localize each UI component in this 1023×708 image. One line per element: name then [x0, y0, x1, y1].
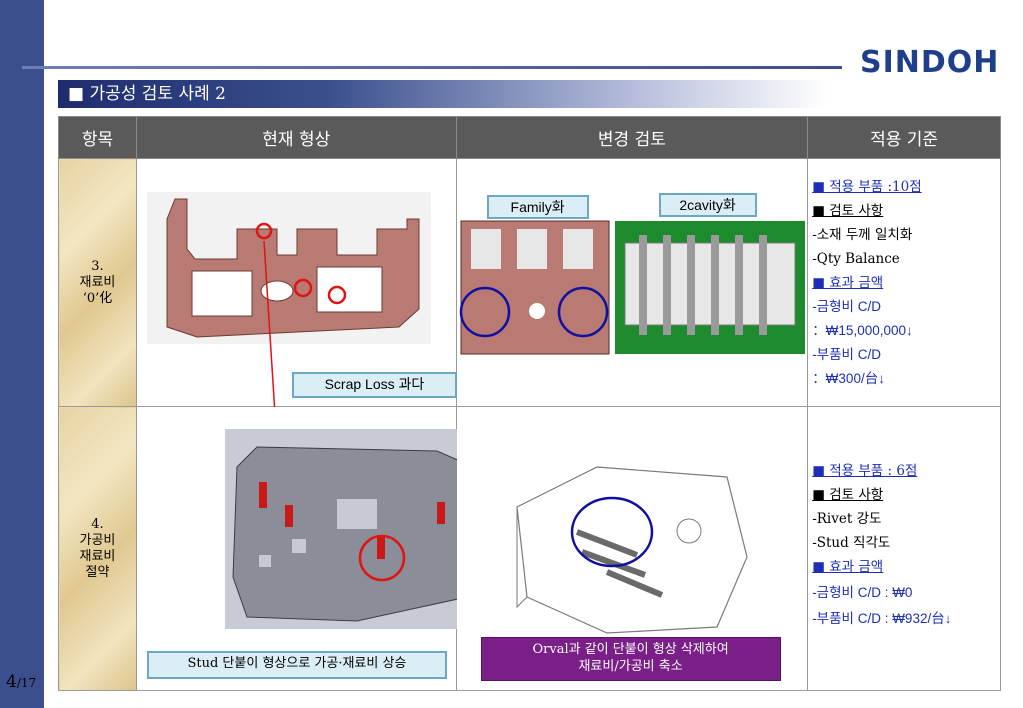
criteria-line: ■ 검토 사항	[812, 487, 884, 503]
table-row: 4. 가공비 재료비 절약 Stud 단붙이 형상으로 가공·재료비 상승	[58, 406, 1001, 691]
scrap-loss-label: Scrap Loss 과다	[291, 372, 457, 398]
change-review-cell: Family화 2cavity화	[455, 158, 809, 407]
item-label: 4. 가공비 재료비 절약	[79, 516, 116, 580]
stud-revised-image	[515, 466, 748, 634]
criteria-line: -Rivet 강도	[812, 511, 882, 527]
current-shape-cell: Stud 단붙이 형상으로 가공·재료비 상승	[135, 406, 457, 691]
criteria-line: ：₩15,000,000↓	[812, 323, 913, 338]
criteria-line: -금형비 C/D : ₩0	[812, 585, 913, 600]
criteria-line: -Stud 직각도	[812, 535, 891, 551]
criteria-line: -부품비 C/D	[812, 347, 881, 362]
page-total: /17	[16, 676, 37, 690]
stud-part-image	[224, 429, 457, 629]
criteria-line: -Qty Balance	[812, 251, 900, 267]
criteria-line: ■ 효과 금액	[812, 559, 884, 575]
item-label: 3. 재료비 ‘0’化	[79, 258, 116, 306]
page-number: 4/17	[6, 672, 46, 692]
header-item: 항목	[58, 116, 137, 159]
left-accent-bar	[0, 0, 44, 708]
table-header-row: 항목 현재 형상 변경 검토 적용 기준	[58, 116, 1001, 159]
header-current-shape: 현재 형상	[135, 116, 457, 159]
stud-remove-label: Orval과 같이 단붙이 형상 삭제하여 재료비/가공비 축소	[480, 637, 781, 681]
family-2cavity-image	[459, 220, 805, 355]
criteria-cell: ■ 적용 부품 :10점 ■ 검토 사항 -소재 두께 일치화 -Qty Bal…	[807, 158, 1001, 407]
criteria-line: ■ 효과 금액	[812, 275, 884, 291]
scrap-part-image	[146, 192, 431, 407]
stud-issue-label: Stud 단붙이 형상으로 가공·재료비 상승	[146, 651, 447, 679]
header-criteria: 적용 기준	[807, 116, 1001, 159]
criteria-line: ：₩300/台↓	[812, 371, 885, 386]
table-row: 3. 재료비 ‘0’化 Scrap Loss 과다	[58, 158, 1001, 407]
two-cavity-label: 2cavity화	[658, 193, 757, 217]
item-cell: 4. 가공비 재료비 절약	[58, 406, 137, 691]
criteria-line: ■ 적용 부품 :10점	[812, 179, 922, 195]
criteria-line: -부품비 C/D : ₩932/台↓	[812, 611, 952, 626]
page-current: 4	[6, 672, 17, 692]
logo-text: SINDOH	[860, 45, 999, 80]
family-label: Family화	[486, 195, 589, 219]
change-review-cell: Orval과 같이 단붙이 형상 삭제하여 재료비/가공비 축소	[455, 406, 809, 691]
current-shape-cell: Scrap Loss 과다	[135, 158, 457, 407]
sindoh-logo: SINDOH	[860, 45, 999, 80]
header-change-review: 변경 검토	[455, 116, 809, 159]
criteria-line: ■ 적용 부품 : 6점	[812, 463, 918, 479]
section-title: ■ 가공성 검토 사례 2	[58, 80, 828, 108]
header-rule	[22, 66, 842, 69]
criteria-line: -소재 두께 일치화	[812, 227, 913, 243]
criteria-line: ■ 검토 사항	[812, 203, 884, 219]
criteria-line: -금형비 C/D	[812, 299, 881, 314]
criteria-cell: ■ 적용 부품 : 6점 ■ 검토 사항 -Rivet 강도 -Stud 직각도…	[807, 406, 1001, 691]
item-cell: 3. 재료비 ‘0’化	[58, 158, 137, 407]
review-table: 항목 현재 형상 변경 검토 적용 기준 3. 재료비 ‘0’化	[58, 116, 1001, 691]
